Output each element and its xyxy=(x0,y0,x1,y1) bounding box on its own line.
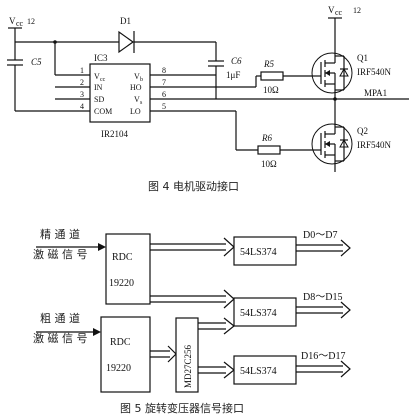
fine-input-arrow xyxy=(98,243,106,251)
r6-resistor xyxy=(257,145,281,155)
bus-arrow-md-latch2 xyxy=(198,317,235,335)
output-d0-d7: D0～D7 xyxy=(303,230,337,241)
r5-value: 10Ω xyxy=(263,85,279,95)
md27c256-block xyxy=(175,317,199,393)
c6-value: 1μF xyxy=(226,70,240,80)
latch3-block xyxy=(233,355,297,385)
rdc2-line1: RDC xyxy=(110,337,131,348)
pin-6: 6 xyxy=(162,90,166,99)
rdc1-line1: RDC xyxy=(112,252,133,263)
c6-capacitor xyxy=(208,60,224,67)
pin-5: 5 xyxy=(162,102,166,111)
r6-label: R6 xyxy=(261,133,272,143)
bus-arrow-latch3-out xyxy=(296,360,351,378)
ic-pin-vs-sub: s xyxy=(140,100,143,106)
ic3-chip xyxy=(89,63,151,123)
ic-pin-vcc: V xyxy=(94,72,100,81)
r6-value: 10Ω xyxy=(261,159,277,169)
coarse-input-arrow xyxy=(93,328,101,336)
ic-pin-in: IN xyxy=(94,83,103,92)
ic-pin-com: COM xyxy=(94,107,112,116)
pin-2: 2 xyxy=(80,78,84,87)
d1-label: D1 xyxy=(120,16,131,26)
output-d8-d15: D8～D15 xyxy=(303,292,342,303)
q1-label: Q1 xyxy=(357,53,368,63)
ic-pin-vcc-sub: cc xyxy=(100,77,106,83)
ic-name: IR2104 xyxy=(101,129,129,139)
rdc2-block xyxy=(100,316,151,393)
q1-mosfet xyxy=(311,50,353,99)
bus-arrow-md-latch3 xyxy=(198,361,235,379)
vcc-right: V cc 12 xyxy=(328,5,361,50)
bus-arrow-rdc1-latch2 xyxy=(150,289,235,309)
d1-diode xyxy=(117,30,216,54)
ic-pin-sd: SD xyxy=(94,95,104,104)
bus-arrow-rdc1-latch1 xyxy=(150,237,235,257)
mpa1-label: MPA1 xyxy=(364,88,387,98)
q2-part: IRF540N xyxy=(357,140,392,150)
c5-label: C5 xyxy=(31,57,42,67)
pin-1: 1 xyxy=(80,66,84,75)
fine-excitation-label: 激 磁 信 号 xyxy=(33,247,88,261)
coarse-excitation-label: 激 磁 信 号 xyxy=(33,331,88,345)
pin-7: 7 xyxy=(162,78,166,87)
latch2-label: 54LS374 xyxy=(240,308,277,319)
junction-dot xyxy=(53,40,57,44)
figure-5: 精 通 道 激 磁 信 号 RDC 19220 54LS374 D0～D7 54… xyxy=(33,227,351,415)
vcc-left-sub: cc xyxy=(16,19,24,28)
latch1-block xyxy=(233,236,297,266)
r5-resistor xyxy=(260,71,284,81)
figure-4: V cc 12 C5 1 2 3 4 xyxy=(7,5,409,193)
output-d16-d17: D16～D17 xyxy=(301,351,345,362)
c6-label: C6 xyxy=(231,56,242,66)
coarse-channel-label: 粗 通 道 xyxy=(40,311,80,325)
pin-8: 8 xyxy=(162,66,166,75)
c5-capacitor xyxy=(7,59,23,66)
md27c256-label: MD27C256 xyxy=(183,344,193,388)
latch2-block xyxy=(233,297,297,327)
fine-channel-label: 精 通 道 xyxy=(40,227,80,241)
vcc-left-value: 12 xyxy=(27,17,35,26)
vcc-right-label: V xyxy=(328,5,335,15)
r5-label: R5 xyxy=(263,59,274,69)
figure-5-caption: 图 5 旋转变压器信号接口 xyxy=(120,401,244,415)
pin-3: 3 xyxy=(80,90,84,99)
ic3-label: IC3 xyxy=(94,53,108,63)
vcc-right-value: 12 xyxy=(353,6,361,15)
ic-pin-vb: V xyxy=(134,72,140,81)
ic-pin-vb-sub: b xyxy=(140,77,143,83)
latch3-label: 54LS374 xyxy=(240,366,277,377)
ic-pin-vs: V xyxy=(134,95,140,104)
bus-arrow-latch2-out xyxy=(296,301,351,319)
rdc2-line2: 19220 xyxy=(106,363,131,374)
rdc1-block xyxy=(105,233,151,305)
bus-arrow-rdc2-md xyxy=(150,345,177,363)
vcc-right-sub: cc xyxy=(335,8,343,17)
latch1-label: 54LS374 xyxy=(240,247,277,258)
ic-pin-lo: LO xyxy=(130,107,141,116)
vcc-left-label: V xyxy=(9,16,16,26)
vcc-left: V cc 12 xyxy=(8,16,35,42)
q2-label: Q2 xyxy=(357,126,368,136)
bus-arrow-latch1-out xyxy=(296,239,351,257)
ic-pin-ho: HO xyxy=(130,83,142,92)
q2-mosfet xyxy=(311,99,353,172)
q1-part: IRF540N xyxy=(357,67,392,77)
figure-4-caption: 图 4 电机驱动接口 xyxy=(148,179,239,193)
rdc1-line2: 19220 xyxy=(109,278,134,289)
pin-4: 4 xyxy=(80,102,84,111)
